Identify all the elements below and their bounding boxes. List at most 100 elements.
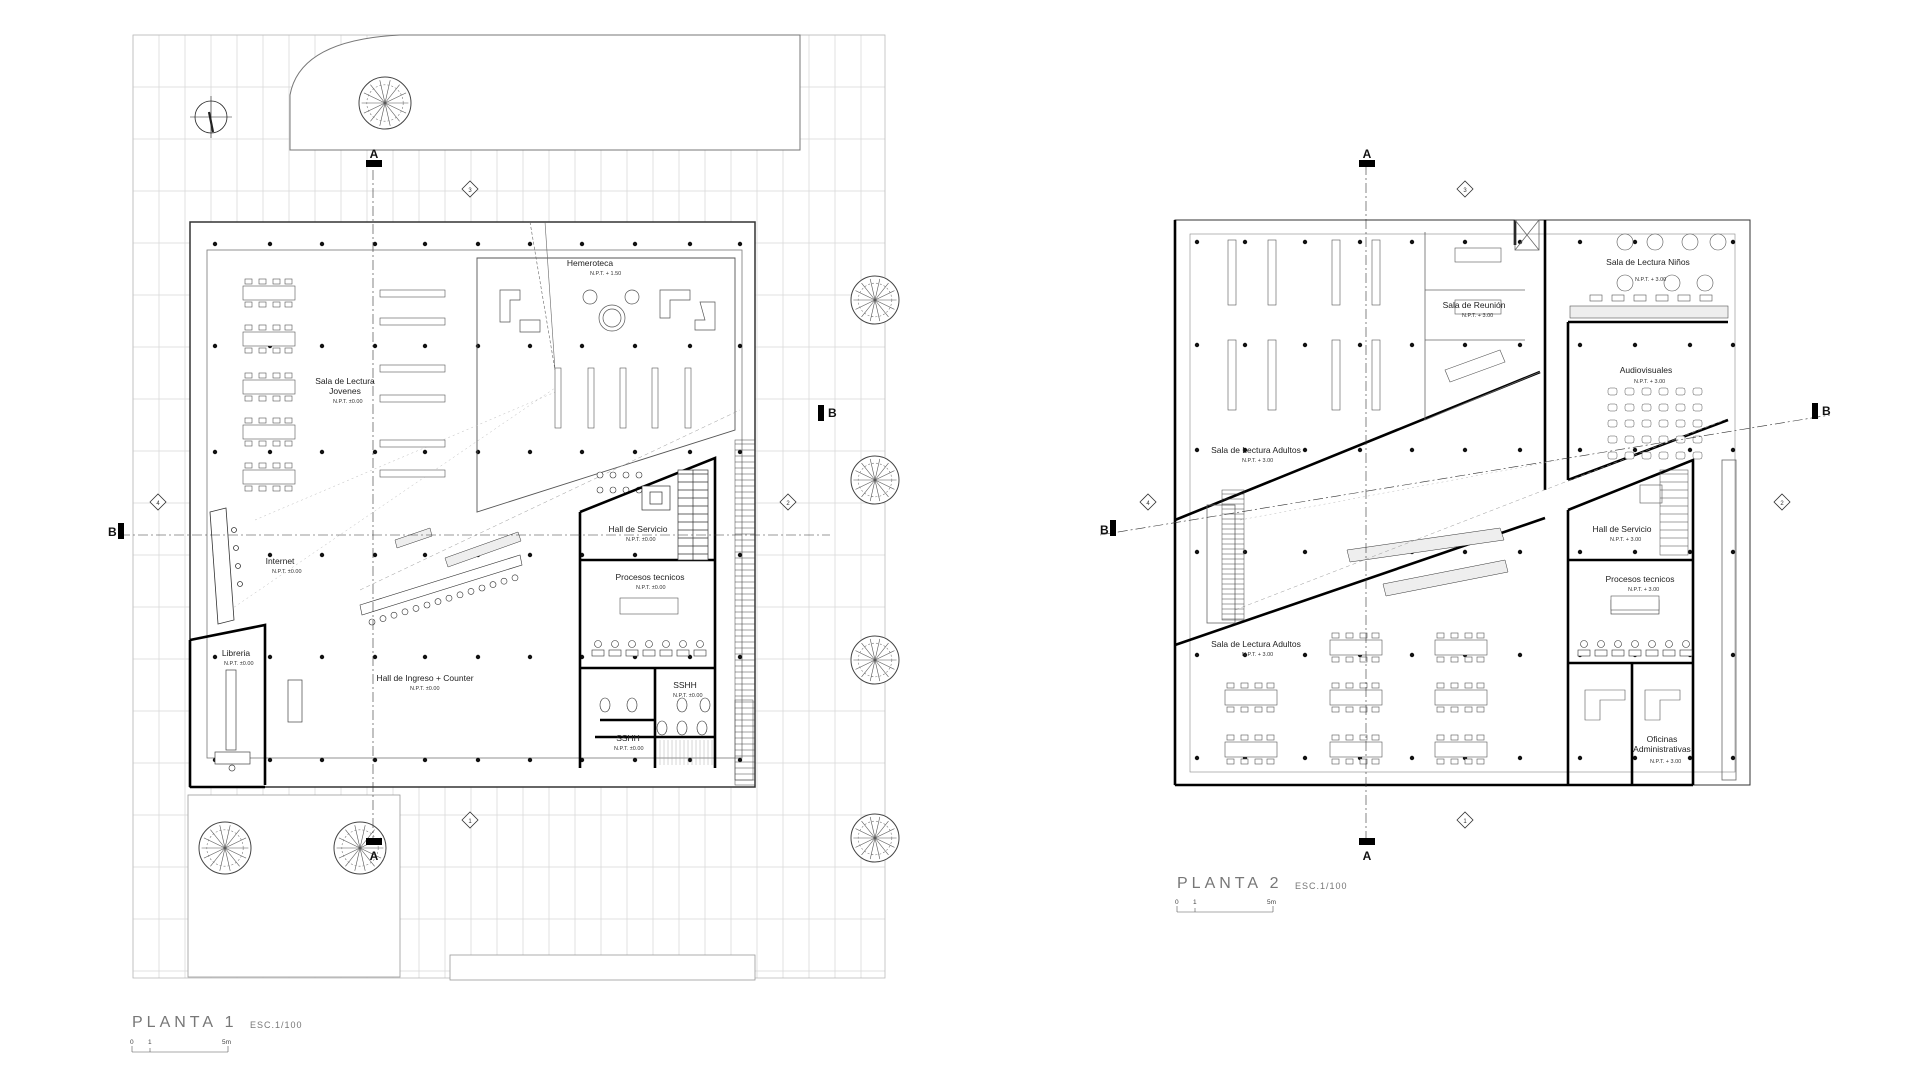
reading-table — [242, 278, 296, 308]
column-dot — [1517, 447, 1523, 453]
axis-tag-w-plan-2: 4 — [1146, 501, 1150, 507]
column-dot — [1687, 755, 1693, 761]
column-dot — [422, 552, 428, 558]
seat-icon — [1658, 403, 1669, 412]
column-dot — [579, 241, 585, 247]
room-label-hall-ingreso: Hall de Ingreso + Counter — [376, 673, 473, 683]
cut-label-b-left-plan-2: B — [1100, 523, 1109, 537]
column-dot — [372, 757, 378, 763]
column-dot — [737, 552, 743, 558]
column-dot — [1302, 755, 1308, 761]
column-dot — [1302, 652, 1308, 658]
column-dot — [1632, 239, 1638, 245]
level-adultos-2: N.P.T. + 3.00 — [1242, 652, 1273, 658]
stool-icon — [596, 471, 604, 479]
level-libreria: N.P.T. ±0.00 — [224, 661, 254, 667]
cut-label-a-bottom-plan-2: A — [1363, 849, 1372, 863]
column-dot — [1730, 239, 1736, 245]
hemeroteca-enclosure — [476, 257, 736, 513]
room-label-oficinas-1: Oficinas — [1647, 734, 1678, 744]
reading-table — [1224, 682, 1278, 713]
column-dot — [527, 449, 533, 455]
bookshelf — [379, 469, 446, 478]
column-dot — [1462, 549, 1468, 555]
room-label-procesos-2: Procesos tecnicos — [1606, 574, 1675, 584]
column-dot — [687, 757, 693, 763]
column-dot — [267, 449, 273, 455]
column-dot — [687, 449, 693, 455]
column-dot — [1462, 342, 1468, 348]
column-dot — [1687, 447, 1693, 453]
column-dot — [579, 449, 585, 455]
cut-label-a-top-plan-2: A — [1363, 147, 1372, 161]
column-dot — [1632, 549, 1638, 555]
seat-icon — [1641, 435, 1652, 444]
toilet-icon — [696, 720, 708, 736]
seat-icon — [1624, 419, 1635, 428]
service-core-walls-plan-1 — [188, 456, 717, 789]
bookshelf — [1227, 339, 1237, 411]
seat-icon — [1658, 451, 1669, 460]
desk — [1611, 649, 1625, 657]
north-arrow-icon — [190, 96, 232, 138]
column-dot — [1577, 755, 1583, 761]
column-dot — [1242, 447, 1248, 453]
column-dot — [1462, 239, 1468, 245]
bookshelf — [587, 367, 595, 429]
seat-icon — [1641, 419, 1652, 428]
reading-table — [242, 417, 296, 447]
column-dot — [1302, 549, 1308, 555]
column-dot — [579, 343, 585, 349]
column-dot — [1194, 755, 1200, 761]
level-reunion: N.P.T. + 3.00 — [1462, 313, 1493, 319]
axis-tags-plan-2 — [1139, 180, 1791, 829]
column-dot — [1194, 549, 1200, 555]
reading-table — [1434, 734, 1488, 765]
scale-bar-label-0-plan-2: 0 — [1175, 899, 1179, 906]
level-sshh-1: N.P.T. ±0.00 — [673, 693, 703, 699]
chair-icon — [696, 640, 704, 648]
libreria-furniture — [214, 669, 303, 772]
seat-icon — [1607, 387, 1618, 396]
bookshelf — [379, 439, 446, 448]
bookshelf — [1331, 239, 1341, 306]
column-dot — [422, 449, 428, 455]
seat-icon — [1658, 435, 1669, 444]
walls-plan-2 — [1173, 220, 1729, 787]
column-dot — [737, 757, 743, 763]
column-dot — [687, 241, 693, 247]
kids-stool — [1589, 294, 1603, 302]
column-dot — [319, 449, 325, 455]
scale-bar-label-0: 0 — [130, 1039, 134, 1046]
column-dot — [475, 241, 481, 247]
cut-label-a-bottom: A — [370, 849, 379, 863]
tree-icon — [850, 813, 900, 863]
room-label-libreria: Libreria — [222, 648, 251, 658]
column-dot — [372, 343, 378, 349]
scale-bar-label-1-plan-2: 1 — [1193, 899, 1197, 906]
column-dot — [1409, 239, 1415, 245]
reading-table — [242, 372, 296, 402]
seat-icon — [1675, 387, 1686, 396]
stool-icon — [635, 471, 643, 479]
bookshelf — [554, 367, 562, 429]
desk — [676, 649, 690, 657]
workstations-plan-1 — [591, 640, 707, 657]
stool-icon — [622, 471, 630, 479]
scale-bar-label-5m: 5m — [222, 1039, 231, 1046]
kids-table-icon — [1681, 233, 1699, 251]
audiovisual-seating — [1607, 387, 1703, 460]
toilet-icon — [676, 697, 688, 713]
tree-icon — [198, 821, 252, 875]
column-dot — [1409, 342, 1415, 348]
column-dot — [1409, 755, 1415, 761]
kids-table-icon — [1696, 274, 1714, 292]
column-dot — [475, 757, 481, 763]
internet-desk — [209, 507, 243, 625]
column-dot — [1577, 447, 1583, 453]
chair-icon — [1648, 640, 1656, 648]
column-dot — [632, 343, 638, 349]
column-dot — [1242, 652, 1248, 658]
kids-stool — [1655, 294, 1669, 302]
